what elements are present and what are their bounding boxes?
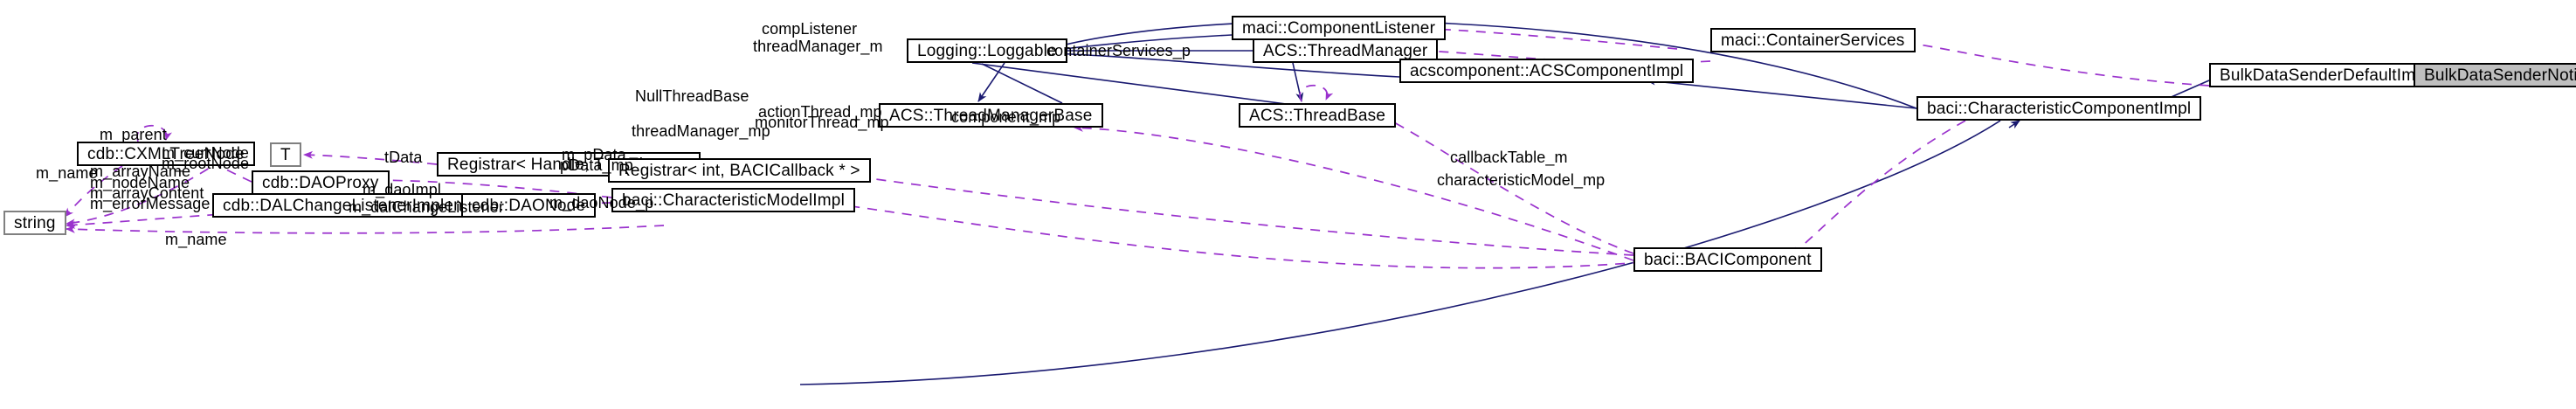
edge-label-tdata: tData — [384, 149, 423, 166]
edge-label-m_arrayname: m_arrayName — [90, 163, 191, 180]
edge-label-m_rootnode: m_rootNode — [162, 155, 250, 172]
edge-label-threadmanager_m: threadManager_m — [753, 38, 883, 55]
edge-label-characteristicmodel_mp: characteristicModel_mp — [1437, 171, 1606, 189]
node-loggable[interactable]: Logging::Loggable — [907, 38, 1067, 63]
edge-label-m_daoimpl: m_daoImpl — [363, 181, 441, 198]
node-label: BulkDataSenderNotifImpl — [2424, 66, 2576, 85]
node-threadbase[interactable]: ACS::ThreadBase — [1239, 103, 1397, 128]
node-label: cdb::DAOProxy — [262, 173, 379, 192]
node-containerservices[interactable]: maci::ContainerServices — [1710, 28, 1916, 52]
edge-label-pdata_mp: pData_mp — [560, 156, 633, 174]
edge-label-callbacktable_m: callbackTable_m — [1450, 149, 1568, 166]
node-threadmanagerbase[interactable]: ACS::ThreadManagerBase — [879, 103, 1103, 128]
node-label: ACS::ThreadBase — [1249, 106, 1386, 125]
edge-label-complistener: compListener — [762, 20, 858, 38]
node-bacicomponent[interactable]: baci::BACIComponent — [1633, 247, 1822, 272]
node-label: T — [280, 145, 291, 164]
node-senderdefaultimpl[interactable]: BulkDataSenderDefaultImpl — [2209, 63, 2440, 87]
node-acscomponentimpl[interactable]: acscomponent::ACSComponentImpl — [1399, 59, 1695, 83]
edge-label-m_arraycontent: m_arrayContent — [90, 184, 204, 202]
node-label: ACS::ThreadManagerBase — [889, 106, 1093, 125]
node-daonode[interactable]: cdb::DAONode — [461, 193, 597, 218]
node-label: maci::ComponentListener — [1242, 18, 1436, 38]
node-label: cdb::DALChangeListenerImplementation — [223, 196, 528, 215]
edge-label-m_daonode_p: m_daoNode_p — [549, 194, 654, 211]
node-label: acscomponent::ACSComponentImpl — [1410, 61, 1684, 80]
edge-label-component_mp: component_mp — [951, 108, 1061, 126]
node-charcomponentimpl[interactable]: baci::CharacteristicComponentImpl — [1916, 96, 2202, 121]
node-string[interactable]: string — [3, 211, 66, 235]
edge-label-monitorthread_mp: monitorThread_mp — [755, 114, 889, 131]
edge-label-m_dalchangelistener: m_dalChangeListener — [349, 198, 505, 216]
node-label: baci::CharacteristicModelImpl — [622, 191, 845, 210]
edge-label-m_name_bottom: m_name — [165, 231, 227, 248]
node-daoproxy[interactable]: cdb::DAOProxy — [252, 170, 390, 195]
edge-label-m_errormessage: m_errorMessage — [90, 195, 211, 212]
node-label: baci::CharacteristicComponentImpl — [1927, 99, 2192, 118]
node-charmodelimpl[interactable]: baci::CharacteristicModelImpl — [611, 188, 855, 212]
node-registrar_bacicb[interactable]: Registrar< int, BACICallback * > — [608, 158, 871, 183]
node-label: BulkDataSenderDefaultImpl — [2220, 66, 2429, 85]
edge-label-m_pdata: m_pData — [562, 146, 626, 163]
edge-label-m_currnode: m_currNode — [162, 144, 250, 162]
edge-label-m_nodename: m_nodeName — [90, 174, 190, 191]
node-label: Logging::Loggable — [917, 41, 1057, 60]
node-componentlistener[interactable]: maci::ComponentListener — [1232, 16, 1447, 40]
edge-label-nullthreadbase: NullThreadBase — [635, 87, 749, 105]
edge-label-actionthread_mp: actionThread_mp — [758, 103, 882, 121]
node-label: baci::BACIComponent — [1644, 250, 1812, 269]
edge-label-m_name_left: m_name — [36, 164, 98, 182]
edge-label-containerservices_p: containerServices_p — [1046, 42, 1191, 59]
node-label: cdb::DAONode — [472, 196, 586, 215]
node-cxmltreenode[interactable]: cdb::CXMLTreeNode — [77, 142, 255, 166]
node-sendernotifimpl[interactable]: BulkDataSenderNotifImpl — [2414, 63, 2576, 87]
edge-label-m_parent: m_parent — [100, 126, 167, 143]
node-label: maci::ContainerServices — [1721, 31, 1905, 50]
node-label: ACS::ThreadManager — [1263, 41, 1428, 60]
node-label: cdb::CXMLTreeNode — [87, 144, 245, 163]
node-label: string — [14, 213, 56, 232]
node-templ_t[interactable]: T — [270, 142, 301, 167]
node-label: Registrar< int, BACICallback * > — [618, 161, 860, 180]
edge-label-threadmanager_mp: threadManager_mp — [632, 122, 770, 140]
